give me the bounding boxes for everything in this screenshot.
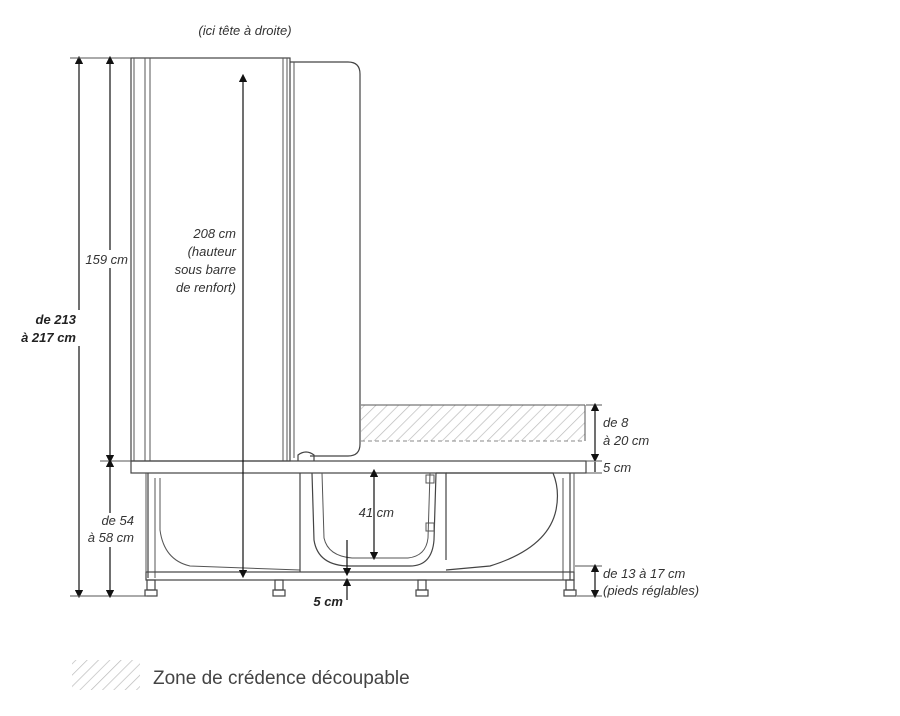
bar-height-line2: (hauteur — [188, 244, 237, 259]
total-height-line2: à 217 cm — [21, 330, 76, 345]
dim-bottom: 5 cm — [313, 540, 352, 609]
tub-rim — [130, 451, 587, 474]
backsplash-line1: de 8 — [603, 415, 629, 430]
dim-bar-height: 208 cm (hauteur sous barre de renfort) — [158, 73, 248, 579]
depth-label: 41 cm — [359, 505, 395, 520]
tub-height-line1: de 54 — [101, 513, 134, 528]
legend-hatch-swatch — [72, 660, 140, 690]
tub-body — [144, 472, 577, 597]
caption: (ici tête à droite) — [198, 23, 291, 38]
dim-tub-height: de 54 à 58 cm — [84, 458, 136, 599]
feet-line1: de 13 à 17 cm — [603, 566, 686, 581]
bar-height-line3: sous barre — [175, 262, 236, 277]
tub-height-line2: à 58 cm — [88, 530, 134, 545]
total-height-line1: de 213 — [36, 312, 77, 327]
bar-height-line4: de renfort) — [176, 280, 236, 295]
bar-height-line1: 208 cm — [192, 226, 236, 241]
dim-depth: 41 cm — [359, 468, 395, 561]
legend-label: Zone de crédence découpable — [153, 668, 410, 689]
backsplash-line2: à 20 cm — [603, 433, 649, 448]
rim-label: 5 cm — [603, 460, 631, 475]
credence-zone — [361, 404, 586, 442]
dim-screen-height: 159 cm — [80, 55, 131, 464]
legend: Zone de crédence découpable — [72, 660, 410, 690]
bottom-label: 5 cm — [313, 594, 343, 609]
dim-rim: 5 cm — [586, 460, 631, 475]
dim-backsplash: de 8 à 20 cm — [586, 402, 649, 463]
dim-feet: de 13 à 17 cm (pieds réglables) — [575, 563, 699, 599]
screen-height-label: 159 cm — [85, 252, 128, 267]
feet-line2: (pieds réglables) — [603, 583, 699, 598]
